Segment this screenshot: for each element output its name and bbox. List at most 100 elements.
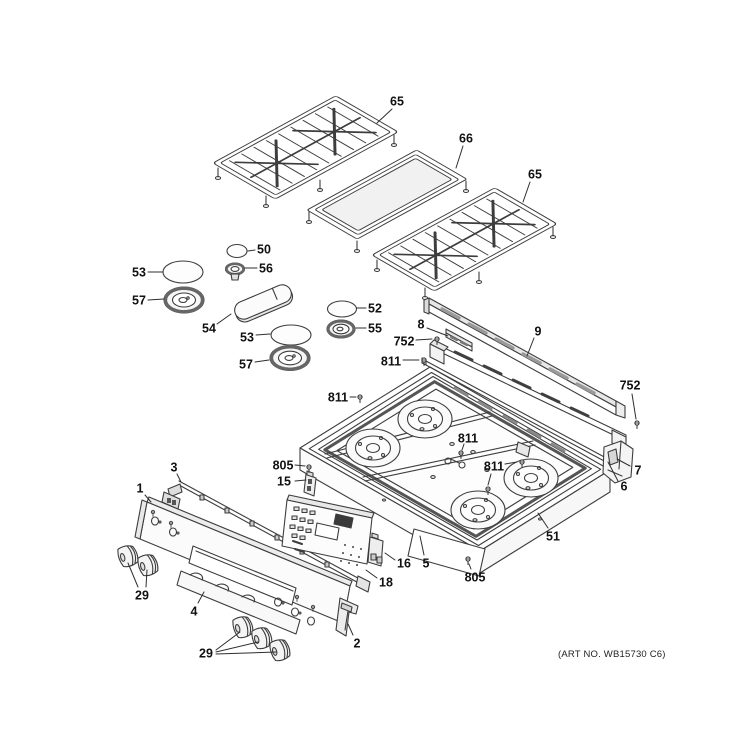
leader-line — [461, 443, 465, 451]
part-label-1: 1 — [137, 482, 144, 496]
part-label-16: 16 — [397, 557, 411, 571]
part-label-811: 811 — [458, 432, 478, 446]
part-label-3: 3 — [171, 461, 178, 475]
leader-line — [176, 473, 182, 483]
connector-block — [333, 513, 354, 529]
part-label-805: 805 — [273, 459, 294, 473]
griddle — [305, 150, 470, 254]
leader-line — [144, 494, 152, 503]
leader-line — [522, 181, 531, 203]
burner-head-57-center — [269, 344, 311, 372]
part-label-9: 9 — [535, 325, 542, 339]
vent-trim-8 — [445, 328, 473, 352]
screw-icon — [357, 394, 363, 404]
part-label-811: 811 — [381, 355, 401, 369]
part-label-752: 752 — [394, 335, 415, 349]
part-label-56: 56 — [259, 262, 273, 276]
leader-line — [607, 461, 619, 482]
leader-line — [426, 327, 449, 337]
insulation-sheet-5 — [407, 528, 486, 577]
leader-line — [487, 473, 492, 486]
panel-trim-3 — [167, 480, 371, 593]
part-label-6: 6 — [621, 480, 628, 494]
burner-head-57-left — [163, 286, 205, 314]
leader-line — [255, 333, 271, 336]
part-label-805: 805 — [465, 571, 486, 585]
part-label-52: 52 — [368, 302, 382, 316]
leader-line — [365, 569, 378, 579]
leader-line — [147, 298, 165, 301]
leader-line — [376, 108, 393, 124]
part-label-65: 65 — [390, 95, 404, 109]
leader-line — [247, 249, 256, 252]
panel-left-bracket — [161, 491, 181, 510]
grate-legs — [373, 226, 557, 301]
part-label-811: 811 — [484, 460, 504, 474]
part-label-8: 8 — [418, 318, 425, 332]
leader-line — [215, 631, 241, 651]
leader-line — [127, 562, 139, 588]
part-label-811: 811 — [328, 391, 348, 405]
leader-line — [504, 461, 518, 465]
part-label-18: 18 — [379, 576, 393, 590]
burner-base — [503, 458, 559, 498]
control-board-18 — [281, 494, 375, 566]
leader-line — [254, 359, 270, 363]
control-knob — [135, 552, 161, 578]
leader-line — [419, 535, 425, 556]
display-window — [314, 522, 340, 541]
leader-line — [145, 569, 148, 588]
oval-burner-cap-54 — [234, 284, 294, 323]
board-bracket-16 — [367, 532, 384, 567]
leader-line — [537, 512, 549, 529]
leader-line — [526, 337, 535, 357]
art-number: (ART NO. WB15730 C6) — [558, 649, 666, 660]
vent-slots — [453, 386, 566, 453]
part-label-29: 29 — [135, 589, 149, 603]
control-panel-1 — [134, 491, 353, 626]
leader-line — [631, 393, 637, 420]
part-label-15: 15 — [277, 475, 291, 489]
burner-grate-left — [211, 94, 400, 209]
part-label-7: 7 — [635, 464, 642, 478]
igniter-assembly — [430, 442, 490, 479]
leader-line — [294, 464, 306, 467]
part-label-50: 50 — [257, 243, 271, 257]
leader-line — [384, 552, 396, 561]
burner-cap-53-center — [270, 324, 312, 346]
burner-base — [397, 399, 453, 439]
part-label-51: 51 — [546, 530, 560, 544]
part-label-29: 29 — [199, 647, 213, 661]
part-label-57: 57 — [239, 358, 253, 372]
part-label-752: 752 — [620, 379, 641, 393]
panel-glass-4 — [176, 570, 301, 635]
end-bracket-7 — [602, 440, 634, 484]
screw-icon — [634, 420, 640, 430]
burner-head-55 — [326, 319, 356, 339]
burner-grate-right — [370, 186, 559, 301]
part-label-55: 55 — [368, 322, 382, 336]
griddle-legs — [305, 180, 470, 254]
burner-cap-52 — [326, 300, 358, 318]
leader-line — [215, 641, 259, 653]
leader-line — [415, 338, 433, 341]
burner-cap-53-left — [162, 260, 204, 284]
leader-line — [616, 458, 631, 467]
knob-shaft-marks — [150, 516, 316, 626]
end-cap-2 — [335, 597, 359, 637]
grate-legs — [214, 134, 398, 209]
part-label-5: 5 — [423, 557, 430, 571]
part-label-53: 53 — [240, 331, 254, 345]
burner-base — [345, 428, 401, 468]
leader-line — [455, 145, 464, 169]
part-label-54: 54 — [202, 322, 216, 336]
part-label-65: 65 — [528, 168, 542, 182]
part-label-4: 4 — [191, 605, 198, 619]
leader-line — [215, 651, 277, 655]
leader-line — [468, 563, 472, 570]
leader-line — [294, 479, 307, 482]
leader-line — [197, 591, 205, 604]
